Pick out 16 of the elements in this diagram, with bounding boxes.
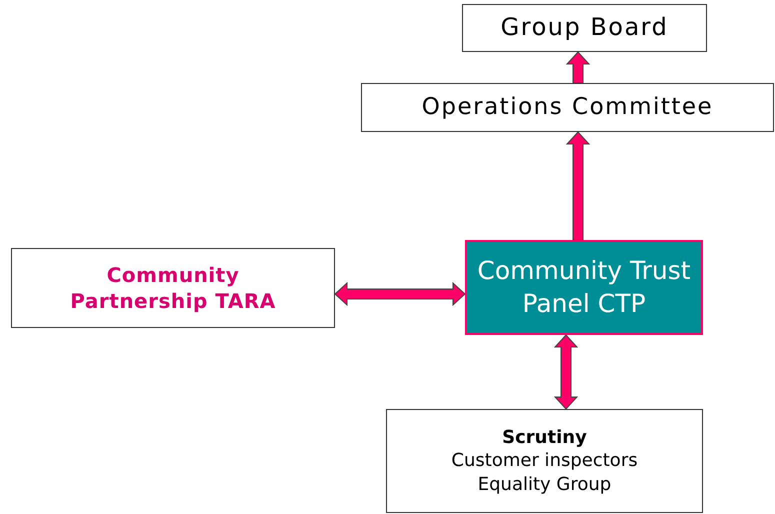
arrow — [566, 131, 590, 240]
member-item: Equality Group — [478, 472, 612, 496]
partnership-title: Community Partnership TARA — [69, 262, 277, 314]
committee-box — [361, 83, 774, 132]
panel-title: Community Trust Panel CTP — [476, 255, 692, 320]
box-heading: Scrutiny — [502, 426, 587, 450]
member-item: Customer inspectors — [451, 449, 638, 473]
arrow — [566, 51, 590, 84]
partnership-box — [11, 248, 335, 328]
box-title: Group Board — [500, 12, 668, 44]
committee-box — [462, 4, 707, 52]
panel-box — [465, 240, 703, 335]
double-arrow — [334, 282, 466, 306]
scrutiny-box — [386, 409, 703, 513]
double-arrow — [554, 334, 578, 410]
box-title: Operations Committee — [422, 92, 714, 122]
